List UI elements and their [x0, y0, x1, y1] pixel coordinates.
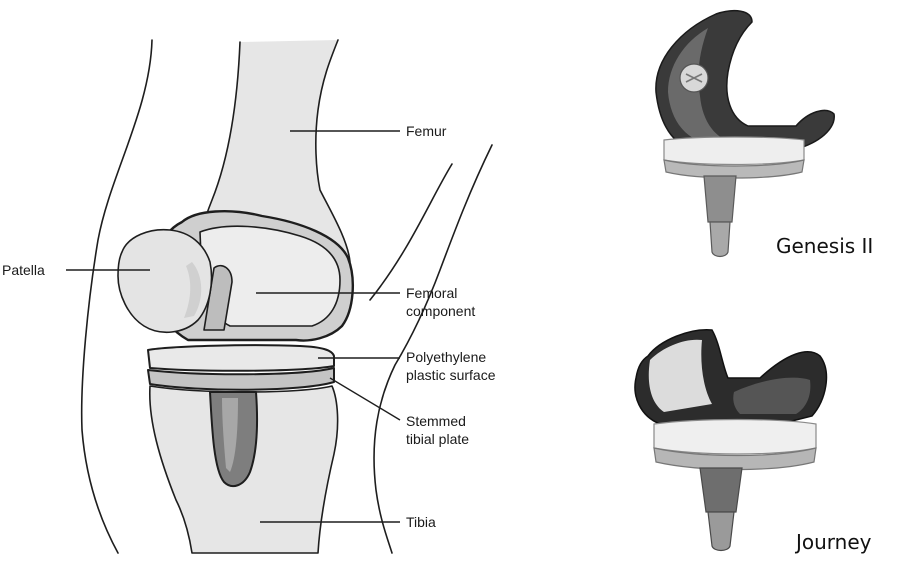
polyethylene-insert	[148, 345, 334, 371]
journey-stem	[700, 468, 742, 512]
label-femoral-component: Femoral component	[406, 284, 475, 320]
label-tibial-plate: Stemmed tibial plate	[406, 412, 469, 448]
journey-stem-tip	[708, 512, 734, 551]
genesis-stem-tip	[710, 222, 730, 257]
implant-name-journey: Journey	[796, 530, 872, 554]
genesis-poly	[664, 137, 804, 165]
label-femur: Femur	[406, 122, 446, 140]
label-polyethylene: Polyethylene plastic surface	[406, 348, 495, 384]
genesis-implant-illustration	[656, 11, 834, 257]
implant-name-genesis: Genesis II	[776, 234, 873, 258]
leader-tibial-plate	[330, 378, 400, 420]
journey-poly	[654, 420, 816, 455]
journey-implant-illustration	[635, 330, 826, 551]
genesis-stem	[704, 176, 736, 222]
label-tibia: Tibia	[406, 513, 436, 531]
label-patella: Patella	[2, 261, 45, 279]
skin-outline-inner	[370, 164, 452, 300]
